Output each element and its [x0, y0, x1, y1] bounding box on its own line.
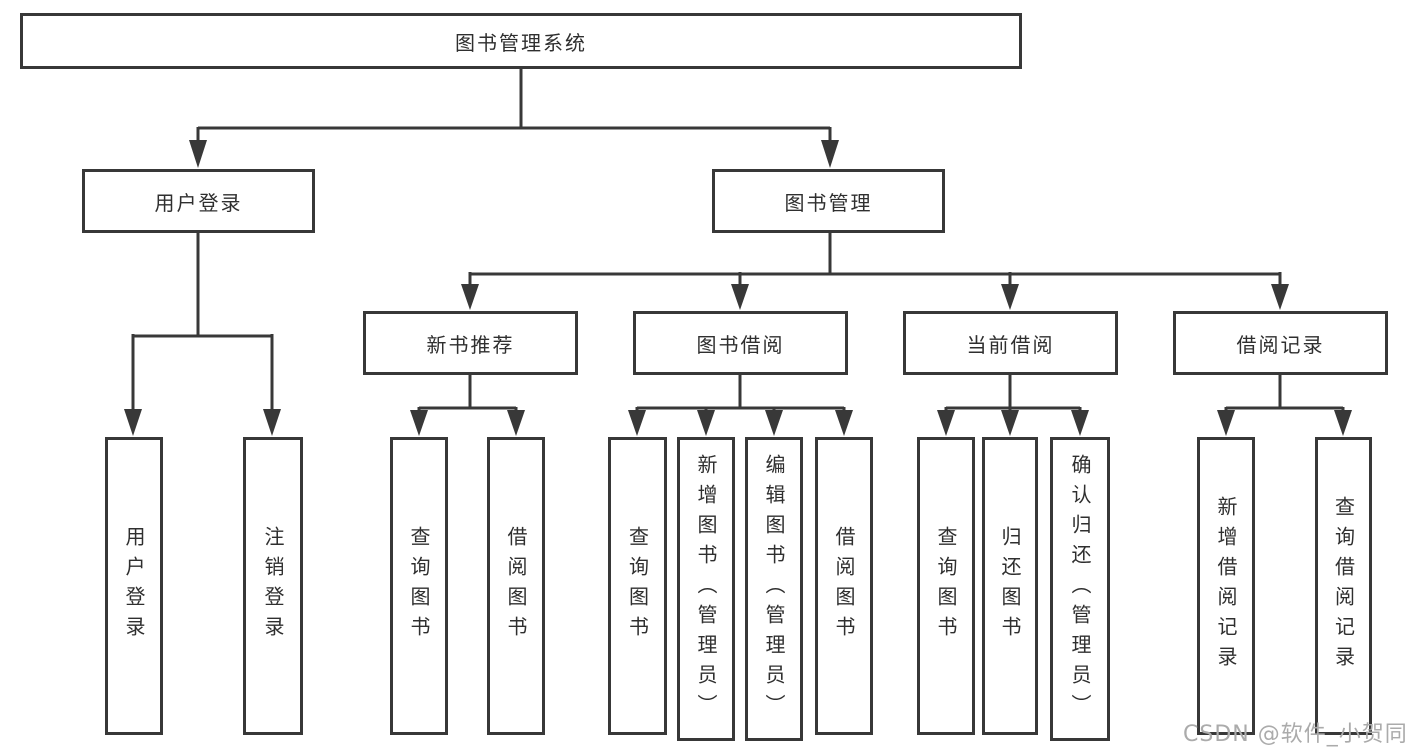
leaf-borrow-books-recommend: 借阅图书: [487, 437, 545, 735]
node-user-login: 用户登录: [82, 169, 315, 233]
node-current-borrowing: 当前借阅: [903, 311, 1118, 375]
leaf-user-login-label: 用户登录: [122, 526, 146, 646]
leaf-query-books-current: 查询图书: [917, 437, 975, 735]
node-user-login-label: 用户登录: [154, 190, 243, 215]
leaf-logout: 注销登录: [243, 437, 303, 735]
node-book-borrowing: 图书借阅: [633, 311, 848, 375]
node-book-management: 图书管理: [712, 169, 945, 233]
node-book-borrowing-label: 图书借阅: [696, 332, 785, 357]
leaf-return-books-label: 归还图书: [998, 526, 1022, 646]
csdn-watermark: CSDN @软件_小贺同学: [1183, 722, 1405, 747]
leaf-query-books-borrowing: 查询图书: [608, 437, 667, 735]
leaf-confirm-return-admin-label: 确认归还（管理员）: [1068, 454, 1092, 724]
leaf-borrow-books: 借阅图书: [815, 437, 873, 735]
leaf-return-books: 归还图书: [982, 437, 1038, 735]
leaf-add-borrow-record: 新增借阅记录: [1197, 437, 1255, 735]
leaf-confirm-return-admin: 确认归还（管理员）: [1050, 437, 1110, 741]
node-root-label: 图书管理系统: [455, 30, 587, 55]
leaf-logout-label: 注销登录: [261, 526, 285, 646]
leaf-borrow-books-recommend-label: 借阅图书: [504, 526, 528, 646]
leaf-query-books-borrowing-label: 查询图书: [625, 526, 650, 646]
leaf-user-login: 用户登录: [105, 437, 163, 735]
node-borrow-records: 借阅记录: [1173, 311, 1388, 375]
node-book-management-label: 图书管理: [784, 190, 873, 215]
leaf-add-borrow-record-label: 新增借阅记录: [1214, 496, 1238, 676]
leaf-query-borrow-record-label: 查询借阅记录: [1331, 496, 1356, 676]
leaf-query-books-recommend-label: 查询图书: [407, 526, 431, 646]
leaf-edit-books-admin-label: 编辑图书（管理员）: [762, 454, 786, 724]
leaf-query-books-recommend: 查询图书: [390, 437, 448, 735]
leaf-query-borrow-record: 查询借阅记录: [1315, 437, 1372, 735]
node-root-system: 图书管理系统: [20, 13, 1022, 69]
node-new-book-recommend-label: 新书推荐: [426, 332, 515, 357]
leaf-borrow-books-label: 借阅图书: [832, 526, 856, 646]
leaf-edit-books-admin: 编辑图书（管理员）: [745, 437, 803, 741]
node-current-borrowing-label: 当前借阅: [966, 332, 1055, 357]
leaf-add-books-admin: 新增图书（管理员）: [677, 437, 735, 741]
node-borrow-records-label: 借阅记录: [1236, 332, 1325, 357]
leaf-add-books-admin-label: 新增图书（管理员）: [694, 454, 718, 724]
leaf-query-books-current-label: 查询图书: [934, 526, 958, 646]
node-new-book-recommend: 新书推荐: [363, 311, 578, 375]
